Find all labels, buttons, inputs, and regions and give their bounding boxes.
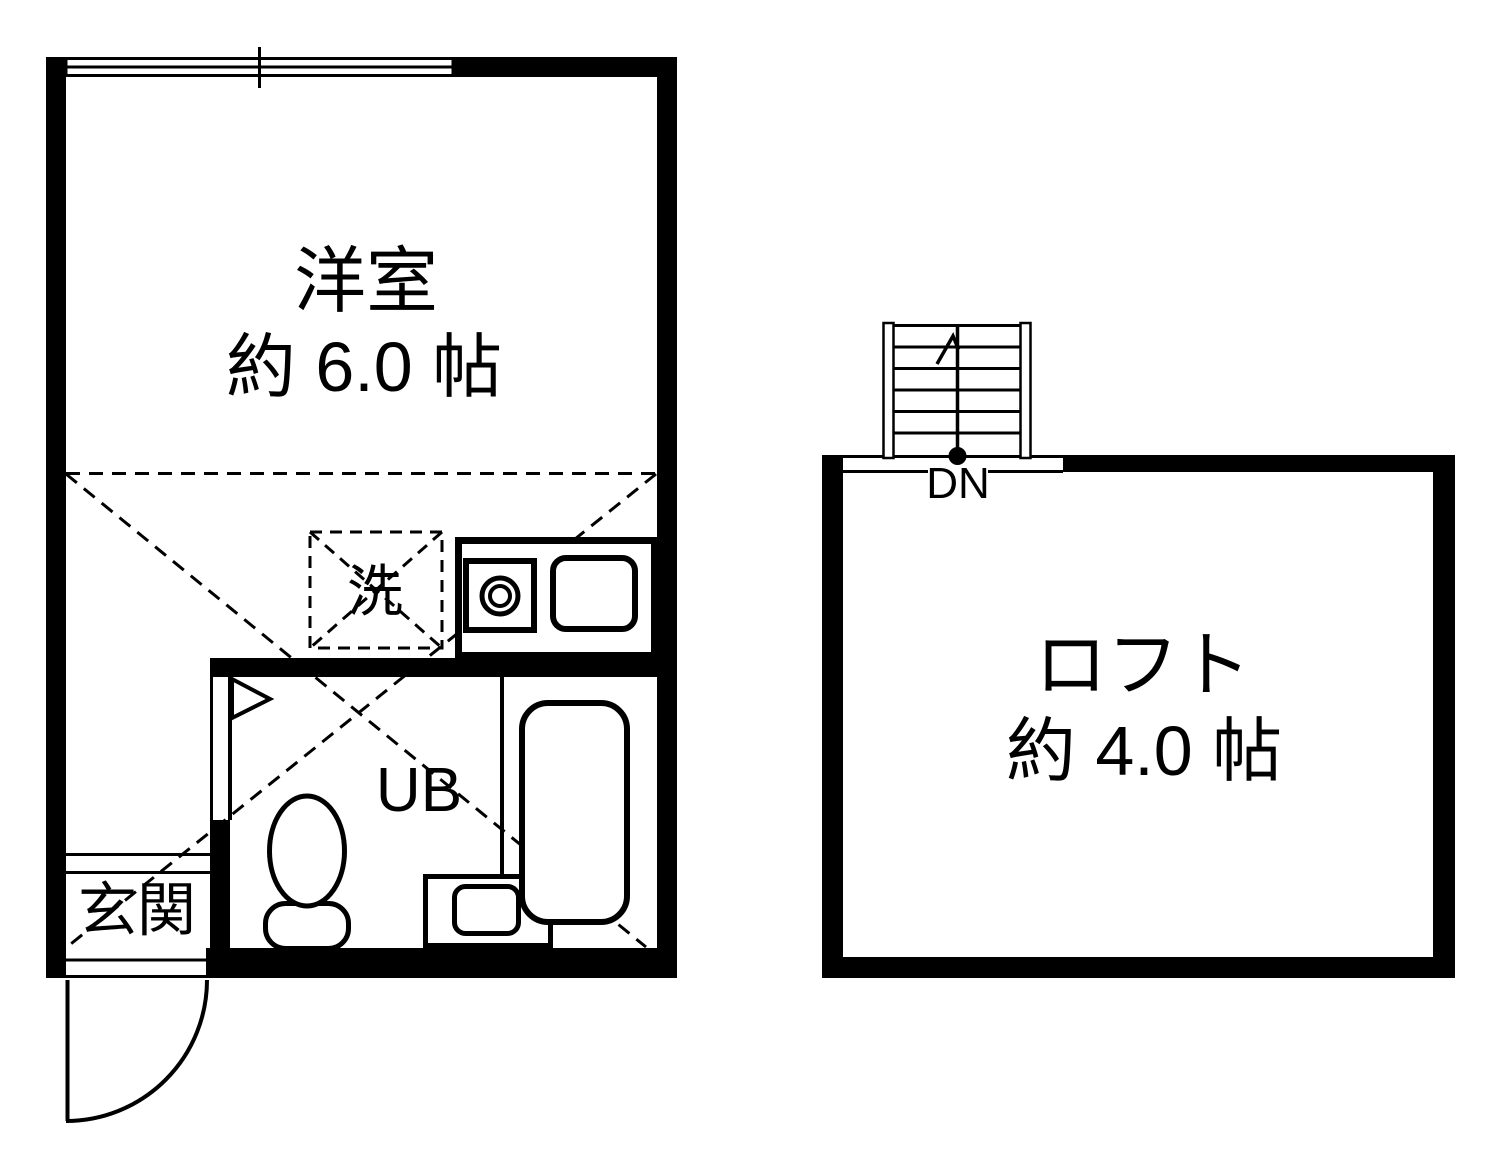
washer-space-cross-2 [309, 530, 443, 650]
washer-space-label: 洗 [347, 560, 403, 623]
bathroom-top-wall [210, 658, 657, 677]
toilet-bowl [267, 793, 347, 909]
loft-right-wall [1433, 455, 1455, 978]
main-bottom-wall [206, 948, 677, 978]
main-left-wall [46, 57, 66, 978]
main-right-wall [657, 57, 677, 978]
stairs-left-rail [882, 321, 895, 460]
loft-bottom-wall [822, 957, 1455, 978]
loft-name: ロフト [1034, 626, 1252, 706]
loft-top-wall [1063, 455, 1455, 472]
stairs-right-rail [1019, 321, 1032, 460]
stove-burner-inner [488, 584, 512, 608]
entry-door-swing-arc [65, 979, 209, 1123]
loft-size: 約 4.0 帖 [1005, 712, 1283, 790]
main-top-wall [453, 57, 677, 77]
stairs-start-dot [948, 447, 967, 465]
bathtub [519, 700, 630, 925]
entrance-doorway-gap [66, 948, 206, 978]
vanity-basin [452, 884, 521, 936]
toilet-base [263, 901, 351, 951]
stairs-direction-arrow [935, 332, 961, 365]
loft-left-wall [822, 455, 843, 978]
entrance-label: 玄関 [77, 877, 197, 944]
bathroom-door-swing-icon [230, 675, 275, 722]
bathroom-label: UB [375, 756, 463, 825]
stairs-down-label: DN [926, 459, 990, 508]
washer-space-box [308, 530, 444, 650]
main-room-size: 約 6.0 帖 [225, 328, 503, 406]
kitchen-sink [550, 555, 638, 632]
main-room-name: 洋室 [293, 242, 439, 322]
bathroom-left-wall [210, 820, 230, 948]
